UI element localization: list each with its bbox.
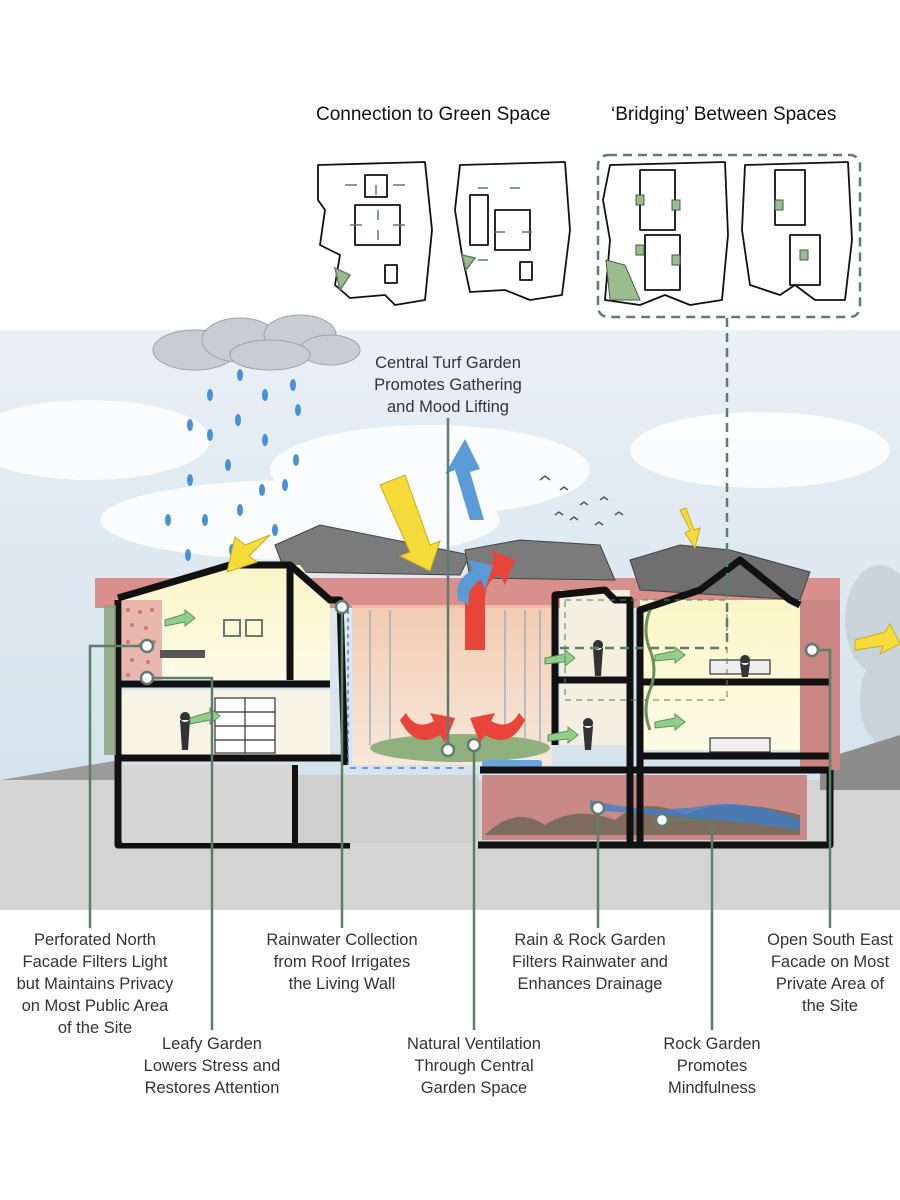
bridging-heading: ‘Bridging’ Between Spaces — [611, 104, 837, 125]
label-open-south-east-facade: Open South East Facade on Most Private A… — [767, 931, 893, 1015]
living-wall — [104, 605, 116, 755]
plan-sketch-4 — [741, 161, 853, 301]
left-basement — [122, 765, 292, 843]
plan-arrows — [333, 184, 532, 292]
connection-heading: Connection to Green Space — [316, 104, 551, 125]
bridge-hatches — [605, 194, 809, 301]
leader-lines — [88, 418, 832, 1030]
label-central-turf-garden: Central Turf Garden Promotes Gathering a… — [374, 354, 522, 416]
person-right — [740, 655, 751, 677]
perforated-facade — [122, 600, 162, 680]
label-leafy-garden: Leafy Garden Lowers Stress and Restores … — [143, 1035, 281, 1097]
rain-cloud — [152, 314, 361, 371]
label-rainwater-collection: Rainwater Collection from Roof Irrigates… — [266, 931, 418, 993]
person-garden — [583, 718, 594, 750]
bridging-frame — [596, 153, 862, 319]
label-perforated-north-facade: Perforated North Facade Filters Light bu… — [16, 931, 174, 1037]
plan-sketch-2 — [454, 161, 571, 301]
label-rain-rock-garden: Rain & Rock Garden Filters Rainwater and… — [512, 931, 668, 993]
bridging-zone — [564, 599, 728, 701]
mid-basement — [298, 775, 478, 843]
glazing-mullions — [369, 610, 541, 745]
cool-air-arrows — [445, 439, 493, 605]
label-rock-garden: Rock Garden Promotes Mindfulness — [663, 1035, 761, 1097]
person-left-lower — [180, 712, 191, 750]
rain-drops — [165, 369, 301, 561]
shelving — [214, 697, 276, 754]
label-natural-ventilation: Natural Ventilation Through Central Gard… — [407, 1035, 541, 1097]
vines — [644, 609, 656, 731]
plan-sketch-1 — [317, 161, 433, 306]
beds — [709, 659, 771, 753]
birds — [539, 475, 624, 526]
leader-anchors — [139, 599, 820, 828]
right-ground-slope — [820, 735, 900, 790]
picture-frames — [223, 619, 263, 637]
central-turf-garden — [370, 734, 550, 762]
warm-air-arrows — [226, 474, 900, 656]
person-stair — [593, 640, 604, 676]
water-channel — [590, 800, 800, 830]
desk — [160, 650, 205, 658]
